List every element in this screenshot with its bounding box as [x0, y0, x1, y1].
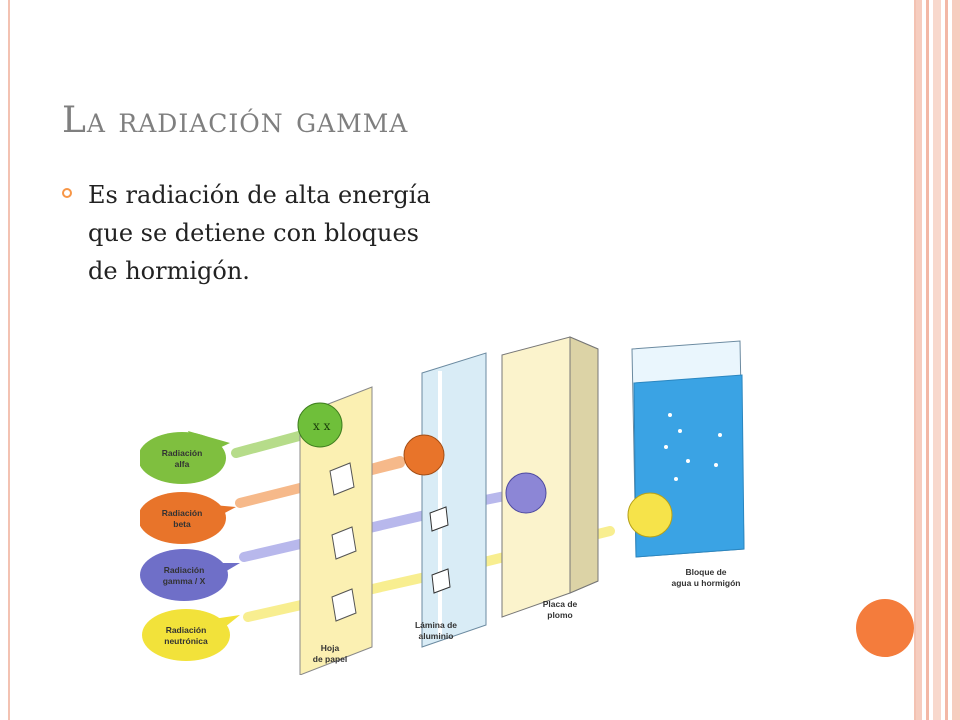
slide-frame: [8, 0, 916, 720]
label-paper-line2: de papel: [313, 654, 347, 664]
label-lead-line1: Placa de: [543, 599, 578, 609]
bubble-gamma: Radiación gamma / X: [140, 549, 240, 601]
decorative-orange-circle: [856, 599, 914, 657]
label-aluminium-line1: Lámina de: [415, 620, 457, 630]
bubble-neutronica-line1: Radiación: [166, 625, 207, 635]
bubble-neutronica-line2: neutrónica: [164, 636, 208, 646]
label-lead-line2: plomo: [547, 610, 573, 620]
bubble-neutronica: Radiación neutrónica: [142, 609, 240, 661]
bubble-alfa-line2: alfa: [175, 459, 190, 469]
bubble-beta-line1: Radiación: [162, 508, 203, 518]
label-aluminium-line2: aluminio: [419, 631, 454, 641]
bubble-alfa-line1: Radiación: [162, 448, 203, 458]
label-paper-line1: Hoja: [321, 643, 340, 653]
radiation-penetration-diagram: Radiación alfa Radiación beta Radiación …: [140, 336, 745, 675]
label-water-line1: Bloque de: [685, 567, 726, 577]
bubble-alfa: Radiación alfa: [140, 431, 230, 484]
paper-sheet: [299, 386, 373, 675]
bullet-circle-icon: [62, 188, 72, 198]
bullet-text: Es radiación de alta energía que se deti…: [88, 181, 431, 285]
bubble-gamma-line2: gamma / X: [163, 576, 206, 586]
decorative-stripes: [916, 0, 960, 720]
slide-title: La radiación gamma: [62, 100, 409, 141]
bubble-beta-line2: beta: [173, 519, 191, 529]
lead-plate: [501, 336, 599, 618]
aluminium-sheet: [421, 352, 487, 648]
water-block: [631, 340, 745, 558]
particle-beta: [403, 434, 445, 476]
label-water-line2: agua u hormigón: [672, 578, 741, 588]
particle-gamma: [505, 472, 547, 514]
svg-text:x x: x x: [313, 419, 331, 433]
bubble-beta: Radiación beta: [140, 492, 236, 544]
particle-neutron: [627, 492, 673, 538]
particle-alfa: x x: [297, 402, 343, 448]
bubble-gamma-line1: Radiación: [164, 565, 205, 575]
